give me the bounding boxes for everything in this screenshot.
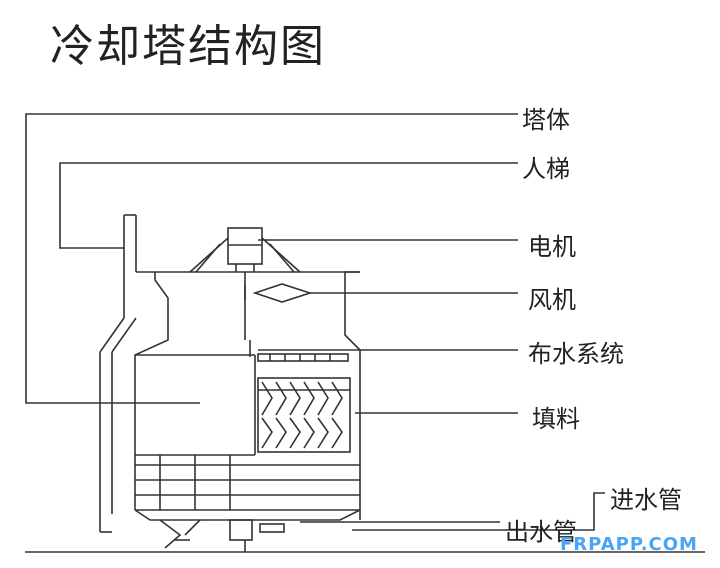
leader-ladder	[60, 163, 518, 248]
label-tower-body: 塔体	[522, 100, 570, 135]
fan-blade	[255, 284, 310, 302]
motor-housing	[190, 228, 300, 272]
label-fan: 风机	[528, 280, 576, 315]
label-ladder: 人梯	[522, 149, 570, 184]
label-inlet-pipe: 进水管	[610, 480, 682, 515]
ladder-structure	[100, 215, 136, 532]
watermark: FRPAPP.COM	[560, 534, 698, 555]
label-water-distribution: 布水系统	[528, 334, 624, 369]
air-inlet-louvers	[135, 455, 360, 510]
basin-and-supports	[135, 510, 360, 552]
label-fill: 填料	[532, 399, 580, 434]
label-motor: 电机	[528, 227, 576, 262]
fill-media	[258, 378, 350, 452]
